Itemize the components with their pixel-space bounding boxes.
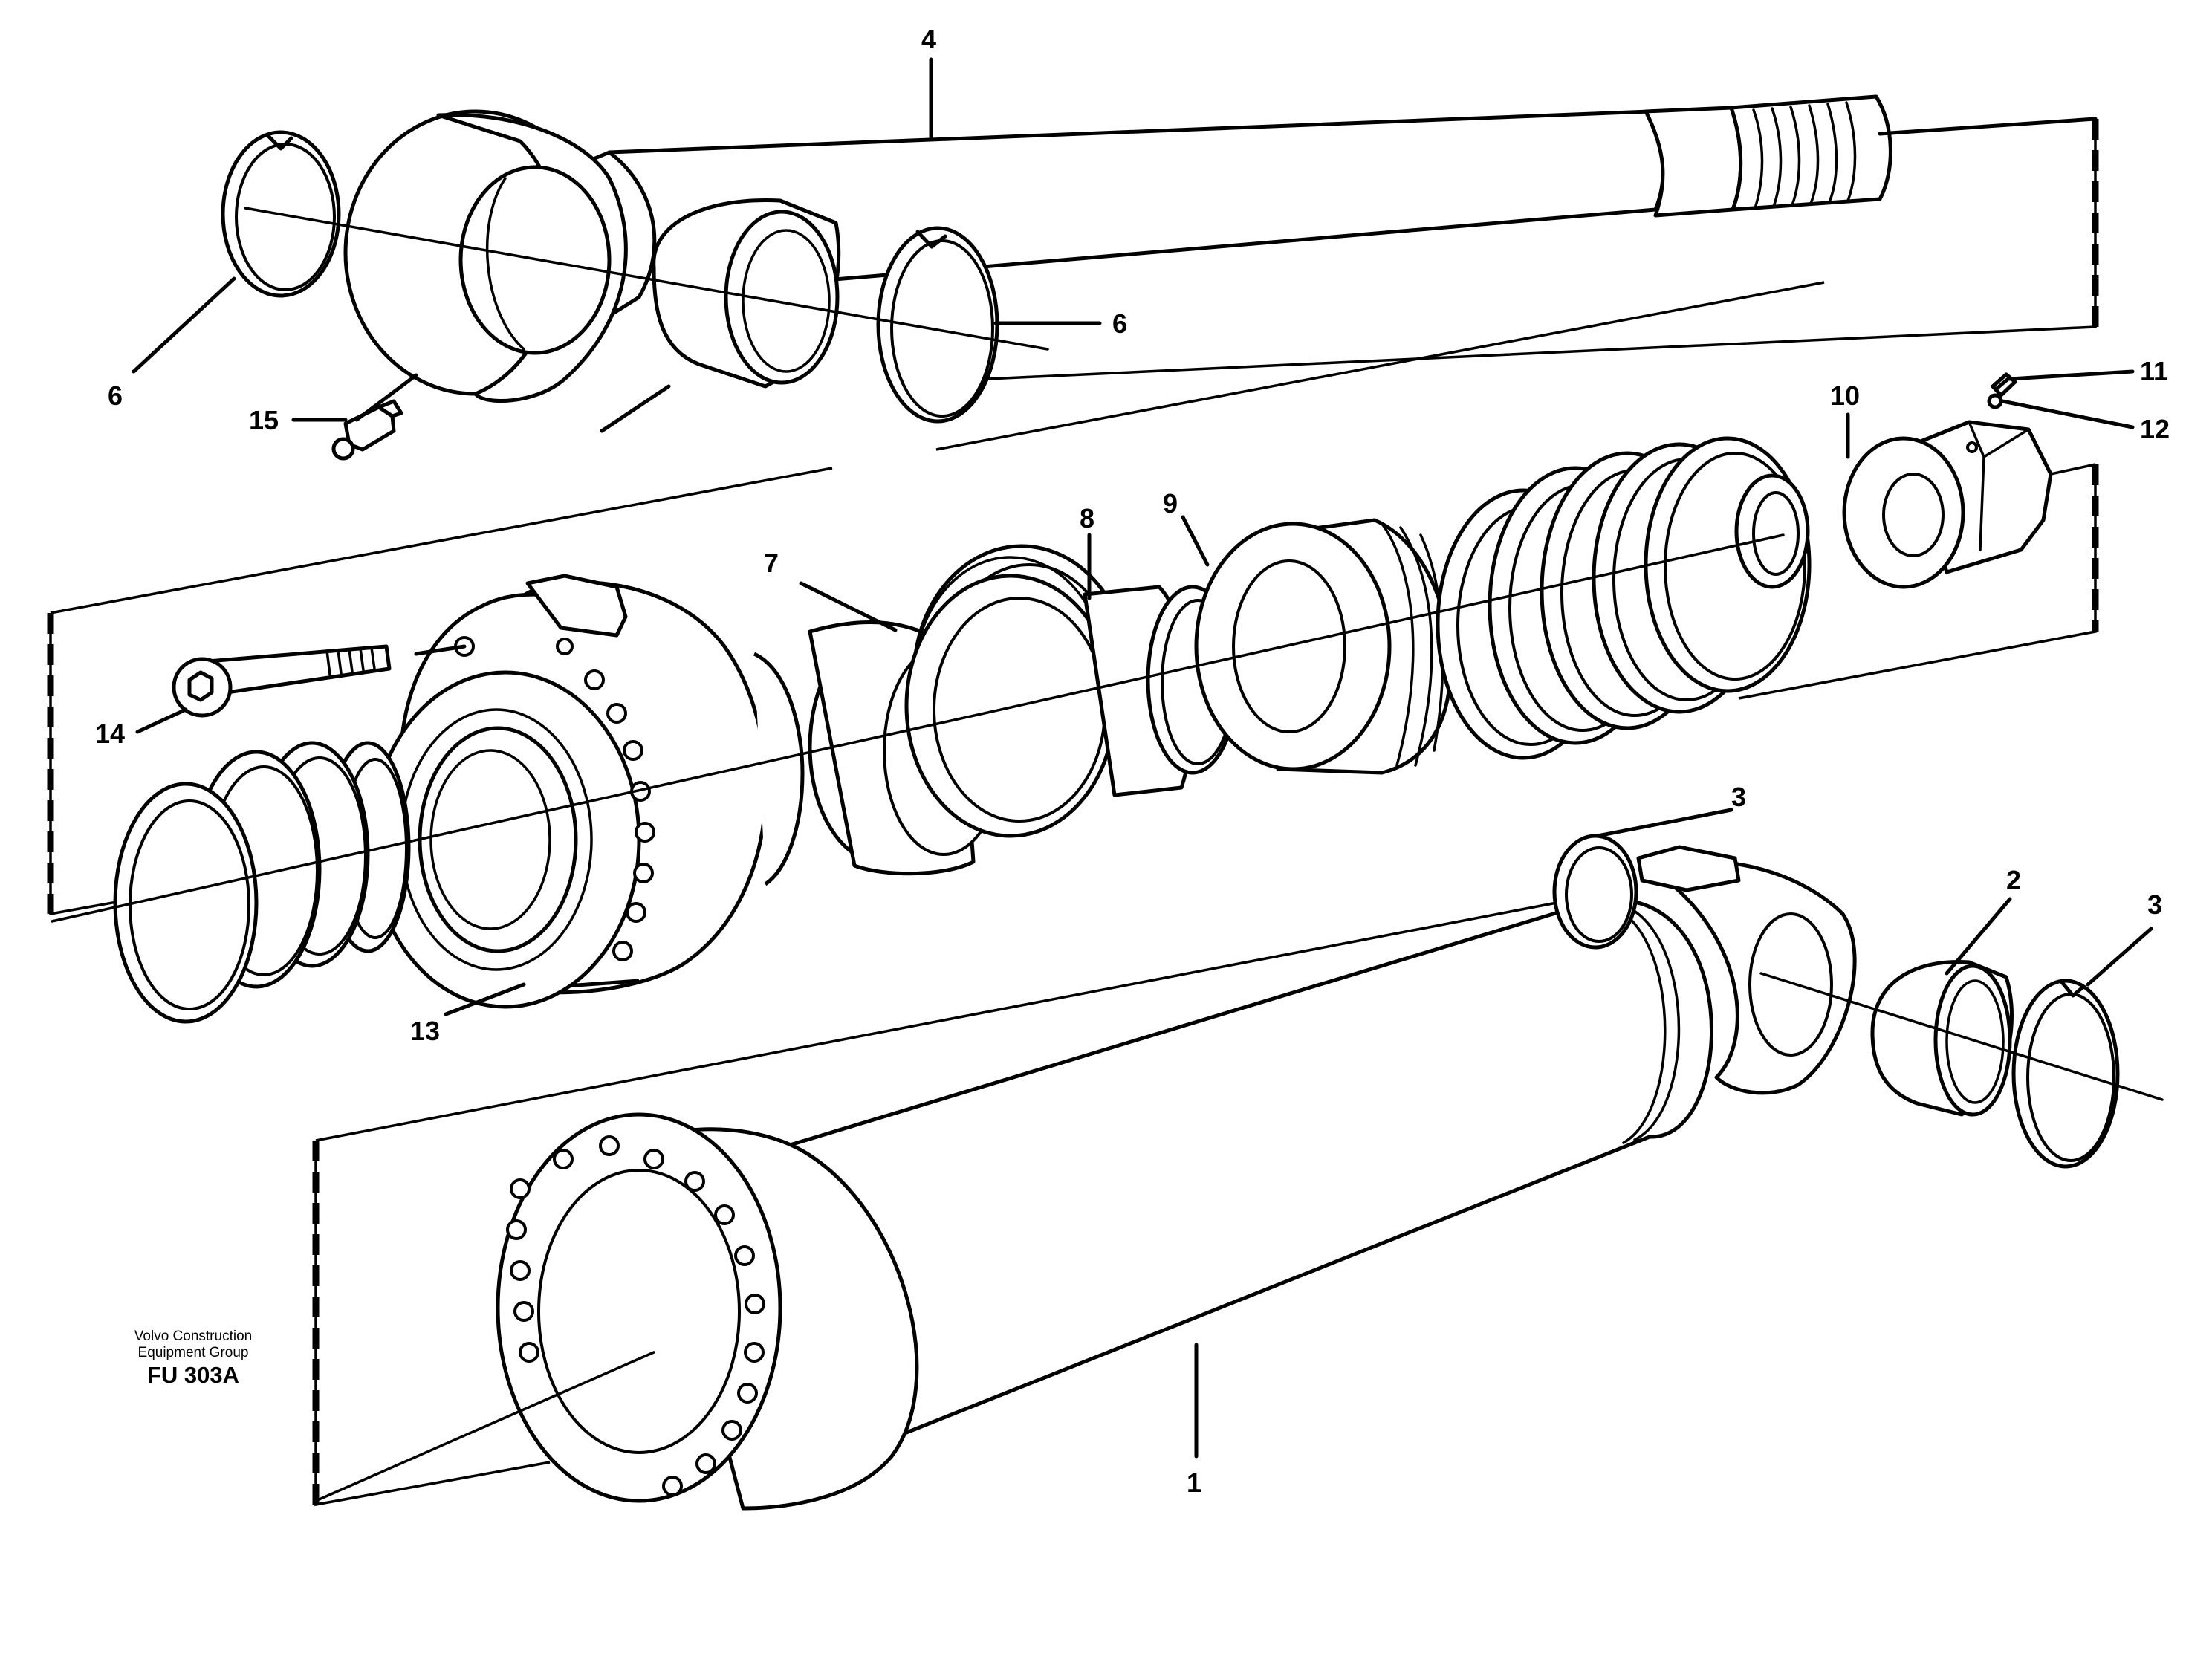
callout-3a: 3 xyxy=(1731,782,1746,812)
screw xyxy=(172,644,467,718)
piston-ring-pack xyxy=(1436,436,1812,760)
piston-nut xyxy=(1842,420,2053,589)
leader-rod-eye xyxy=(354,373,418,422)
head-seal-set xyxy=(113,741,411,1024)
credit-group-line: Equipment Group xyxy=(137,1345,249,1360)
cylinder-head xyxy=(369,574,768,1009)
piston-washer xyxy=(1734,473,1810,589)
leader-7 xyxy=(799,581,898,632)
callout-2: 2 xyxy=(2006,865,2021,895)
piston-rod xyxy=(607,94,2098,296)
callout-12: 12 xyxy=(2140,414,2170,444)
callout-13: 13 xyxy=(410,1016,440,1046)
piston-seal xyxy=(904,544,1132,838)
leader-lines xyxy=(132,57,2153,1459)
cylinder-axis-line xyxy=(1759,972,2164,1101)
callout-14: 14 xyxy=(95,718,125,749)
callout-10: 10 xyxy=(1830,380,1860,411)
retaining-ring-eye-left xyxy=(1552,834,1638,950)
cylinder-eye-bushing xyxy=(1870,959,2014,1117)
rod-eye xyxy=(343,109,657,403)
leader-11 xyxy=(2008,369,2135,381)
callout-labels: 1 2 3 3 4 6 6 7 8 9 10 11 12 13 14 15 xyxy=(95,24,2170,1498)
leader-2 xyxy=(1945,897,2012,976)
callout-7: 7 xyxy=(764,548,779,578)
retaining-ring-eye-right xyxy=(2011,979,2120,1169)
cylinder-section-plane xyxy=(312,901,1557,1507)
lock-ball xyxy=(1987,393,2003,409)
callout-15: 15 xyxy=(249,405,279,435)
leader-3a xyxy=(1595,808,1733,838)
leader-14 xyxy=(135,707,188,734)
callout-6b: 6 xyxy=(1112,308,1127,339)
callout-3b: 3 xyxy=(2147,889,2162,920)
leader-9 xyxy=(1181,515,1210,567)
leader-6a xyxy=(132,276,236,374)
leader-12 xyxy=(2000,399,2135,429)
cylinder-end-eye xyxy=(1636,845,1857,1095)
piston xyxy=(1194,518,1452,775)
piston-rod-section-plane xyxy=(987,119,2099,380)
leader-3b xyxy=(2086,927,2153,987)
grease-nipple xyxy=(331,399,403,461)
callout-4: 4 xyxy=(921,24,936,54)
figure-code: FU 303A xyxy=(146,1362,240,1388)
callout-6a: 6 xyxy=(108,380,123,411)
cylinder-tube xyxy=(314,898,1714,1511)
rod-eye-bushing xyxy=(652,198,841,389)
callout-8: 8 xyxy=(1080,503,1094,533)
callout-9: 9 xyxy=(1163,488,1178,519)
leader-13 xyxy=(444,982,526,1016)
piston-section-plane xyxy=(47,281,2099,916)
credit-company-line: Volvo Construction xyxy=(134,1329,253,1344)
rod-axis-line xyxy=(244,207,1049,351)
callout-11: 11 xyxy=(2140,356,2168,386)
leader-rod-bushing xyxy=(600,384,671,433)
retaining-ring-rod-right xyxy=(876,226,999,424)
callout-1: 1 xyxy=(1187,1467,1201,1498)
piston-axis-line xyxy=(51,533,1785,923)
publisher-credit: Volvo Construction Equipment Group FU 30… xyxy=(100,1329,286,1389)
